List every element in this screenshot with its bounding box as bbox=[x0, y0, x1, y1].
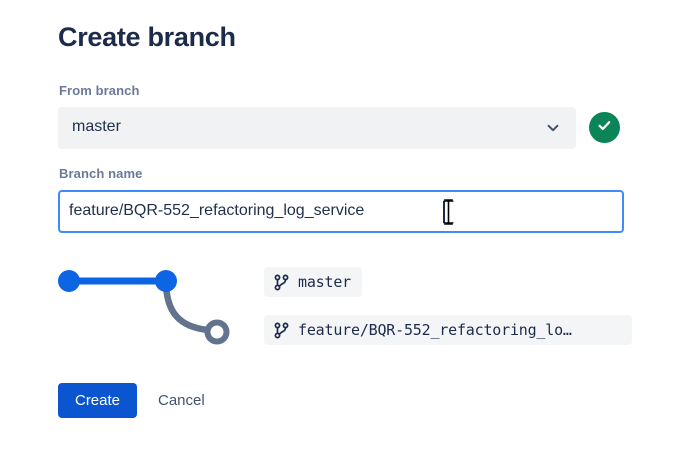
commit-node-2 bbox=[155, 270, 177, 292]
branch-name-value: feature/BQR-552_refactoring_log_service bbox=[69, 202, 365, 219]
chip-master-label: master bbox=[298, 273, 351, 291]
from-branch-value: master bbox=[72, 118, 121, 135]
text-ibeam-cursor bbox=[442, 199, 455, 225]
cancel-button[interactable]: Cancel bbox=[148, 383, 215, 418]
page-title: Create branch bbox=[58, 22, 236, 52]
commit-node-1 bbox=[58, 270, 80, 292]
text-caret bbox=[443, 201, 445, 223]
chip-feature: feature/BQR-552_refactoring_lo… bbox=[264, 315, 632, 345]
git-branch-icon bbox=[273, 322, 290, 339]
branch-name-label: Branch name bbox=[59, 166, 143, 181]
from-branch-row: master bbox=[58, 107, 633, 149]
chip-feature-label: feature/BQR-552_refactoring_lo… bbox=[298, 321, 572, 339]
from-branch-select[interactable]: master bbox=[58, 107, 576, 149]
check-circle-icon bbox=[596, 117, 613, 139]
branch-graph bbox=[50, 255, 260, 360]
branch-name-input[interactable]: feature/BQR-552_refactoring_log_service bbox=[58, 190, 624, 233]
from-branch-label: From branch bbox=[59, 83, 140, 98]
git-branch-icon bbox=[273, 274, 290, 291]
create-button[interactable]: Create bbox=[58, 383, 137, 418]
chevron-down-icon bbox=[546, 121, 560, 135]
new-branch-node bbox=[204, 319, 230, 345]
status-badge bbox=[589, 112, 620, 143]
chip-master: master bbox=[264, 267, 362, 297]
